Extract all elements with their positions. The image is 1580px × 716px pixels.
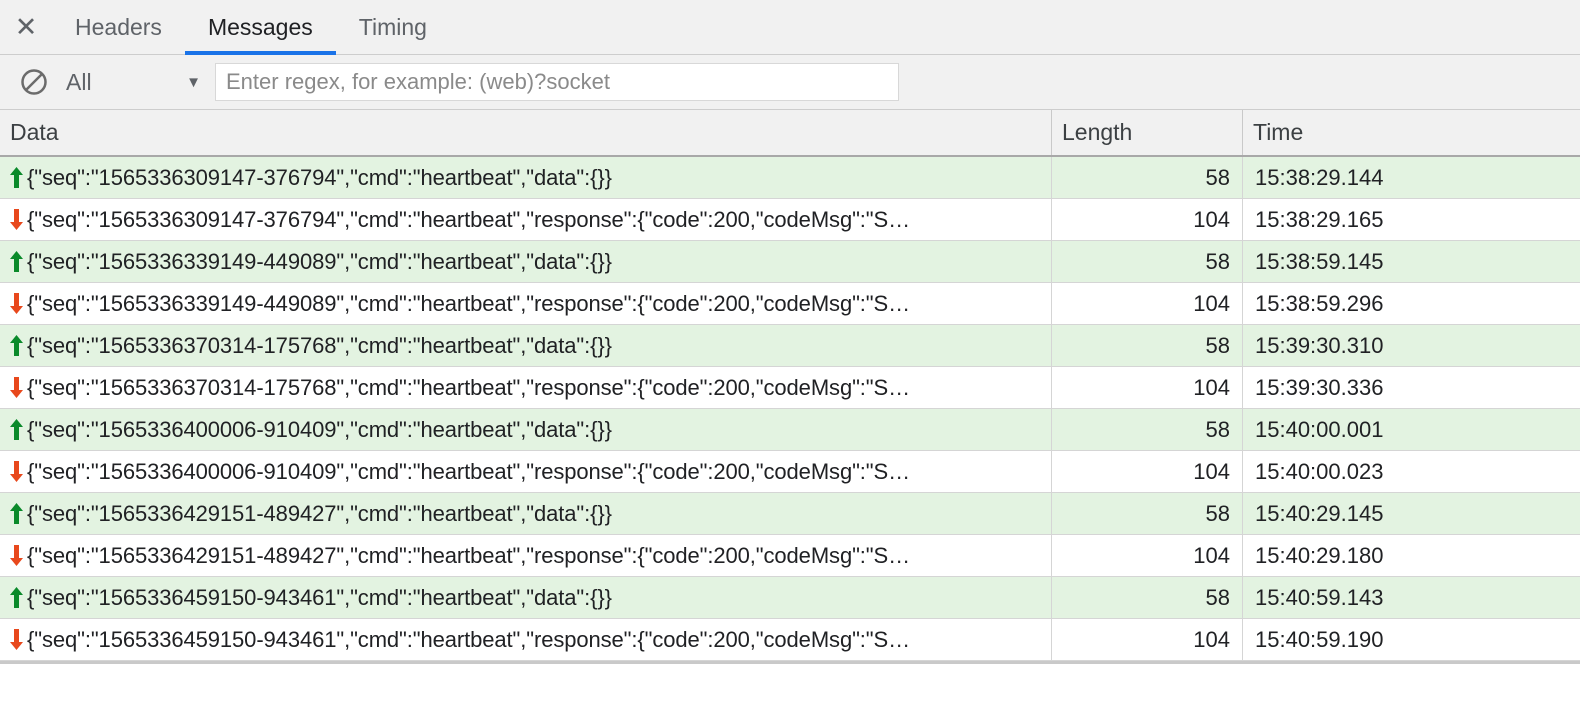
tab-label: Timing: [358, 13, 427, 40]
message-payload-text: {"seq":"1565336339149-449089","cmd":"hea…: [27, 248, 612, 274]
cell-length: 58: [1052, 409, 1243, 450]
cell-length: 104: [1052, 451, 1243, 492]
regex-filter-input[interactable]: Enter regex, for example: (web)?socket: [215, 63, 899, 101]
arrow-up-icon: [8, 167, 25, 189]
tab-label: Messages: [207, 13, 313, 40]
message-payload-text: {"seq":"1565336459150-943461","cmd":"hea…: [27, 584, 612, 610]
cell-data: {"seq":"1565336309147-376794","cmd":"hea…: [0, 199, 1052, 240]
cell-length: 104: [1052, 283, 1243, 324]
message-payload-text: {"seq":"1565336400006-910409","cmd":"hea…: [27, 458, 910, 484]
table-row[interactable]: {"seq":"1565336370314-175768","cmd":"hea…: [0, 325, 1580, 367]
column-header-data[interactable]: Data: [0, 110, 1052, 155]
arrow-up-icon: [8, 335, 25, 357]
cell-time: 15:40:29.180: [1255, 542, 1384, 568]
cell-time: 15:38:59.145: [1255, 248, 1384, 274]
arrow-down-icon: [8, 377, 25, 399]
cell-data: {"seq":"1565336309147-376794","cmd":"hea…: [0, 157, 1052, 198]
messages-table-body: {"seq":"1565336309147-376794","cmd":"hea…: [0, 157, 1580, 661]
tab-messages[interactable]: Messages: [184, 0, 336, 55]
column-header-time[interactable]: Time: [1253, 119, 1304, 145]
cell-data: {"seq":"1565336339149-449089","cmd":"hea…: [0, 283, 1052, 324]
cell-data: {"seq":"1565336370314-175768","cmd":"hea…: [0, 367, 1052, 408]
table-row[interactable]: {"seq":"1565336370314-175768","cmd":"hea…: [0, 367, 1580, 409]
arrow-up-icon: [8, 587, 25, 609]
cell-data: {"seq":"1565336400006-910409","cmd":"hea…: [0, 451, 1052, 492]
arrow-up-icon: [8, 419, 25, 441]
clear-block-icon: [21, 69, 47, 95]
cell-data: {"seq":"1565336459150-943461","cmd":"hea…: [0, 577, 1052, 618]
table-row[interactable]: {"seq":"1565336400006-910409","cmd":"hea…: [0, 409, 1580, 451]
table-row[interactable]: {"seq":"1565336459150-943461","cmd":"hea…: [0, 619, 1580, 661]
cell-data: {"seq":"1565336429151-489427","cmd":"hea…: [0, 493, 1052, 534]
message-payload-text: {"seq":"1565336459150-943461","cmd":"hea…: [27, 626, 910, 652]
regex-filter-placeholder: Enter regex, for example: (web)?socket: [226, 69, 610, 94]
message-payload-text: {"seq":"1565336429151-489427","cmd":"hea…: [27, 500, 612, 526]
table-row[interactable]: {"seq":"1565336339149-449089","cmd":"hea…: [0, 283, 1580, 325]
message-payload-text: {"seq":"1565336370314-175768","cmd":"hea…: [27, 332, 612, 358]
cell-data: {"seq":"1565336459150-943461","cmd":"hea…: [0, 619, 1052, 660]
cell-time: 15:38:29.165: [1255, 206, 1384, 232]
cell-length: 58: [1052, 241, 1243, 282]
messages-table-header: Data Length Time: [0, 110, 1580, 157]
arrow-up-icon: [8, 503, 25, 525]
cell-length: 104: [1052, 535, 1243, 576]
message-filter-bar: All ▼ Enter regex, for example: (web)?so…: [0, 55, 1580, 110]
message-payload-text: {"seq":"1565336309147-376794","cmd":"hea…: [27, 206, 910, 232]
arrow-down-icon: [8, 293, 25, 315]
tab-headers[interactable]: Headers: [52, 0, 185, 54]
table-row[interactable]: {"seq":"1565336309147-376794","cmd":"hea…: [0, 157, 1580, 199]
message-payload-text: {"seq":"1565336400006-910409","cmd":"hea…: [27, 416, 612, 442]
tab-label: Headers: [75, 13, 162, 40]
arrow-down-icon: [8, 629, 25, 651]
cell-length: 104: [1052, 199, 1243, 240]
table-row[interactable]: {"seq":"1565336429151-489427","cmd":"hea…: [0, 493, 1580, 535]
table-row[interactable]: {"seq":"1565336339149-449089","cmd":"hea…: [0, 241, 1580, 283]
cell-data: {"seq":"1565336429151-489427","cmd":"hea…: [0, 535, 1052, 576]
panel-tabbar: ✕ Headers Messages Timing: [0, 0, 1580, 55]
message-payload-text: {"seq":"1565336309147-376794","cmd":"hea…: [27, 164, 612, 190]
cell-length: 104: [1052, 367, 1243, 408]
cell-time: 15:39:30.310: [1255, 332, 1384, 358]
cell-time: 15:40:00.023: [1255, 458, 1384, 484]
message-payload-text: {"seq":"1565336429151-489427","cmd":"hea…: [27, 542, 910, 568]
chevron-down-icon: ▼: [186, 73, 201, 91]
cell-length: 58: [1052, 493, 1243, 534]
arrow-down-icon: [8, 461, 25, 483]
cell-length: 58: [1052, 325, 1243, 366]
arrow-down-icon: [8, 209, 25, 231]
cell-time: 15:38:29.144: [1255, 164, 1384, 190]
table-row[interactable]: {"seq":"1565336309147-376794","cmd":"hea…: [0, 199, 1580, 241]
close-button[interactable]: ✕: [0, 0, 52, 54]
cell-time: 15:40:59.143: [1255, 584, 1384, 610]
clear-messages-button[interactable]: [14, 62, 54, 102]
table-row[interactable]: {"seq":"1565336429151-489427","cmd":"hea…: [0, 535, 1580, 577]
cell-data: {"seq":"1565336339149-449089","cmd":"hea…: [0, 241, 1052, 282]
message-payload-text: {"seq":"1565336370314-175768","cmd":"hea…: [27, 374, 910, 400]
cell-time: 15:38:59.296: [1255, 290, 1384, 316]
column-header-length[interactable]: Length: [1052, 110, 1243, 155]
table-row[interactable]: {"seq":"1565336459150-943461","cmd":"hea…: [0, 577, 1580, 619]
cell-time: 15:39:30.336: [1255, 374, 1384, 400]
message-type-select[interactable]: All ▼: [66, 69, 209, 96]
table-bottom-divider: [0, 661, 1580, 664]
table-row[interactable]: {"seq":"1565336400006-910409","cmd":"hea…: [0, 451, 1580, 493]
cell-length: 58: [1052, 577, 1243, 618]
close-icon: ✕: [14, 11, 38, 43]
arrow-down-icon: [8, 545, 25, 567]
cell-length: 58: [1052, 157, 1243, 198]
cell-length: 104: [1052, 619, 1243, 660]
message-type-value: All: [66, 68, 92, 95]
cell-time: 15:40:59.190: [1255, 626, 1384, 652]
cell-data: {"seq":"1565336370314-175768","cmd":"hea…: [0, 325, 1052, 366]
message-payload-text: {"seq":"1565336339149-449089","cmd":"hea…: [27, 290, 910, 316]
cell-time: 15:40:00.001: [1255, 416, 1384, 442]
messages-table: Data Length Time {"seq":"1565336309147-3…: [0, 110, 1580, 664]
arrow-up-icon: [8, 251, 25, 273]
tab-timing[interactable]: Timing: [336, 0, 450, 54]
cell-time: 15:40:29.145: [1255, 500, 1384, 526]
cell-data: {"seq":"1565336400006-910409","cmd":"hea…: [0, 409, 1052, 450]
